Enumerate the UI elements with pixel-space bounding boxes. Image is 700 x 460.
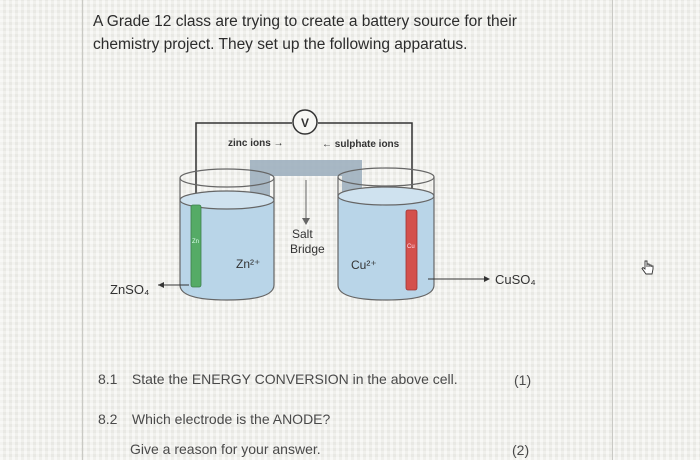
zinc-electrode-label: Zn xyxy=(192,239,199,245)
external-circuit-wire xyxy=(195,122,413,210)
cuso4-label: CuSO₄ xyxy=(495,272,536,287)
salt-bridge-label-line2: Bridge xyxy=(290,242,325,256)
znso4-arrowhead xyxy=(158,282,164,288)
znso4-label: ZnSO₄ xyxy=(110,282,149,297)
marks-8-2: (2) xyxy=(512,442,530,458)
question-text: State the ENERGY CONVERSION in the above… xyxy=(131,371,458,387)
copper-electrode-label: Cu xyxy=(407,244,415,250)
salt-bridge-label-line1: Salt xyxy=(292,227,313,241)
marks-8-1: (1) xyxy=(514,372,532,388)
cuso4-arrowhead xyxy=(484,276,490,282)
left-beaker xyxy=(179,168,275,301)
question-8-1: 8.1 State the ENERGY CONVERSION in the a… xyxy=(98,371,458,387)
question-number: 8.2 xyxy=(98,411,118,427)
question-8-2-subtext: Give a reason for your answer. xyxy=(130,441,321,457)
copper-electrode xyxy=(405,209,418,291)
copper-ion-label: Cu²⁺ xyxy=(351,258,377,272)
intro-paragraph: A Grade 12 class are trying to create a … xyxy=(93,13,517,53)
question-number: 8.1 xyxy=(98,371,118,387)
sulphate-ions-label: ← sulphate ions xyxy=(322,139,400,150)
voltmeter-label: V xyxy=(301,116,309,130)
zinc-ion-label: Zn²⁺ xyxy=(236,257,260,271)
voltmeter: V xyxy=(292,109,318,135)
page-border-right xyxy=(612,0,613,460)
question-text: Which electrode is the ANODE? xyxy=(131,411,331,427)
zinc-ions-label: zinc ions → xyxy=(228,138,284,149)
salt-bridge-arrowhead xyxy=(302,218,310,225)
question-8-2: 8.2 Which electrode is the ANODE? xyxy=(98,411,330,427)
pointer-hand-icon xyxy=(641,260,654,275)
zinc-electrode xyxy=(190,204,202,288)
page-border-left xyxy=(82,0,83,460)
